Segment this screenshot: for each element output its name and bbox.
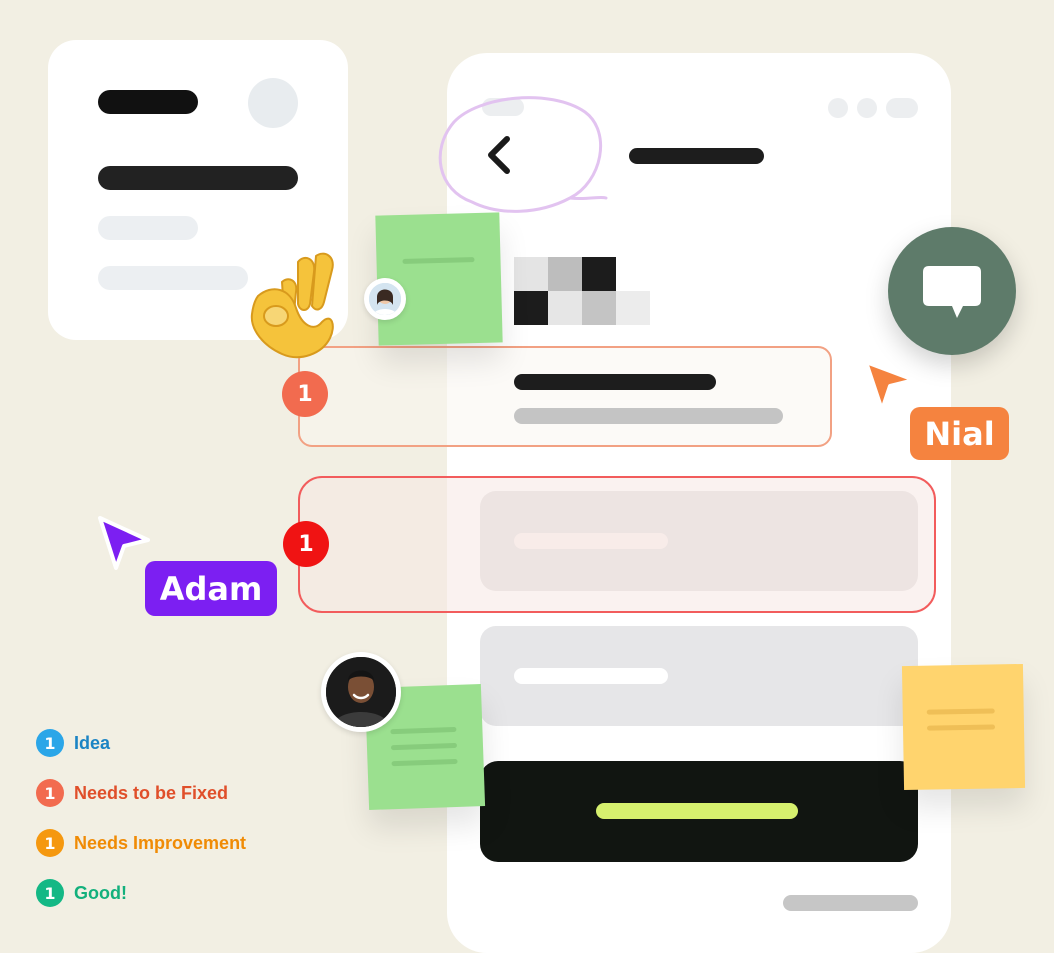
window-dot (857, 98, 877, 118)
primary-button[interactable] (480, 761, 918, 862)
card-heading-placeholder (98, 166, 298, 190)
legend-item-idea: 1 Idea (36, 729, 110, 757)
speech-bubble-icon (923, 266, 981, 318)
legend-count-badge: 1 (36, 729, 64, 757)
list-item-text-placeholder (514, 668, 668, 684)
back-button[interactable] (477, 131, 527, 181)
pointer-arrow-icon (864, 360, 916, 412)
cursor-label-adam: Adam (145, 561, 277, 616)
window-pill (886, 98, 918, 118)
card-avatar-placeholder (248, 78, 298, 128)
person-avatar-icon (369, 283, 401, 315)
person-avatar-icon (326, 657, 396, 727)
legend-item-needs-fixed: 1 Needs to be Fixed (36, 779, 228, 807)
list-item[interactable] (480, 626, 918, 726)
pointer-arrow-icon (98, 516, 150, 570)
sticky-note[interactable] (901, 663, 1026, 791)
primary-button-label-placeholder (596, 803, 798, 819)
cursor-label-nial: Nial (910, 407, 1009, 460)
pixel-image (514, 257, 650, 325)
legend-count-badge: 1 (36, 829, 64, 857)
legend-count-badge: 1 (36, 879, 64, 907)
legend-label: Idea (74, 732, 111, 753)
legend-label: Needs Improvement (74, 832, 247, 853)
chevron-left-icon (488, 136, 510, 174)
card-line-placeholder (98, 266, 248, 290)
legend-count-badge: 1 (36, 779, 64, 807)
window-dot (828, 98, 848, 118)
legend-label: Needs to be Fixed (74, 782, 229, 803)
legend-item-good: 1 Good! (36, 879, 127, 907)
chat-button[interactable] (888, 227, 1016, 355)
circle-annotation (438, 96, 608, 213)
comment-count-badge[interactable]: 1 (283, 521, 329, 567)
comment-highlight-row[interactable] (298, 476, 936, 613)
card-title-placeholder (98, 90, 198, 114)
comment-highlight-row[interactable] (298, 346, 832, 447)
profile-card (48, 40, 348, 340)
row-subtitle-placeholder (514, 408, 783, 424)
legend-label: Good! (74, 882, 127, 903)
avatar[interactable] (321, 652, 401, 732)
comment-count-badge[interactable]: 1 (282, 371, 328, 417)
legend-item-needs-improvement: 1 Needs Improvement (36, 829, 246, 857)
row-title-placeholder (514, 374, 716, 390)
sticky-note[interactable] (375, 212, 503, 346)
ok-hand-emoji-icon (250, 252, 334, 359)
card-line-placeholder (98, 216, 198, 240)
page-title-placeholder (629, 148, 764, 164)
avatar[interactable] (364, 278, 406, 320)
footer-placeholder (783, 895, 918, 911)
